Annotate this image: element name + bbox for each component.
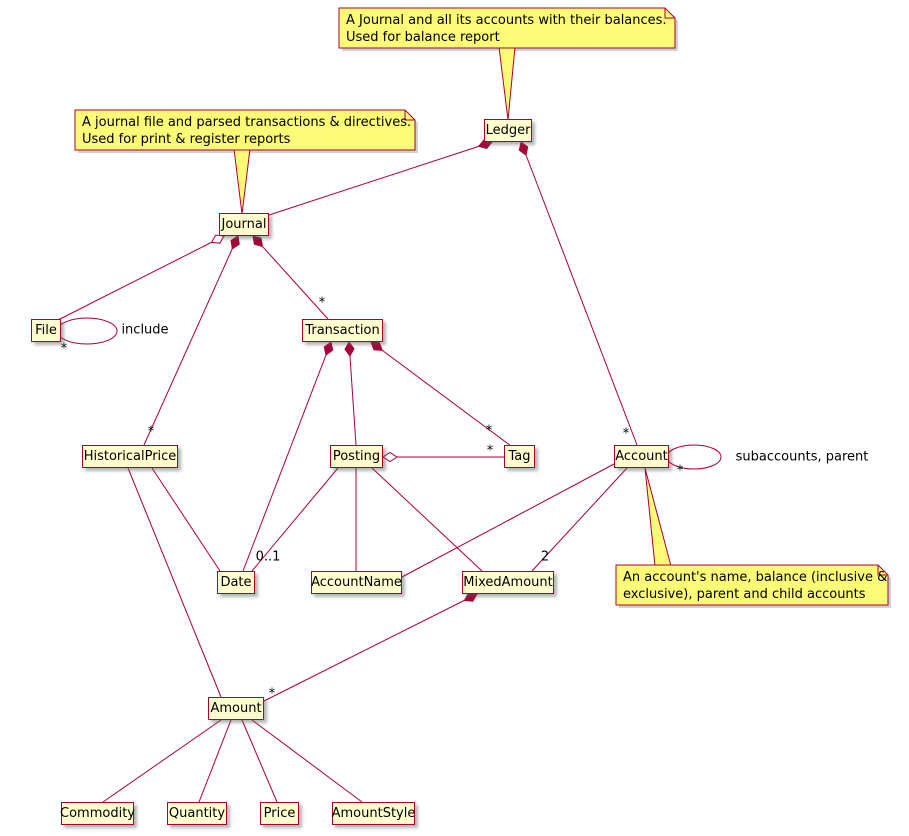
- composition-diamond-icon: [323, 341, 334, 356]
- edge-journal-file: [55, 235, 225, 322]
- composition-diamond-icon: [252, 235, 264, 248]
- class-date: Date: [217, 571, 255, 594]
- note-shape-ledger-note: [338, 7, 676, 49]
- note-text-ledger-note: A Journal and all its accounts with thei…: [346, 12, 667, 46]
- edge-amount-commodity: [102, 719, 222, 803]
- class-tag: Tag: [504, 445, 535, 468]
- multiplicity-label: *: [318, 295, 326, 311]
- note-shape-account-note: [615, 564, 889, 606]
- class-accountname: AccountName: [311, 571, 402, 594]
- note-fold-icon: [664, 8, 675, 19]
- edge-ledger-journal: [265, 141, 493, 217]
- note-line: An account's name, balance (inclusive &: [623, 570, 888, 585]
- composition-diamond-icon: [230, 235, 240, 250]
- note-line: A Journal and all its accounts with thei…: [346, 13, 667, 28]
- note-text-journal-note: A journal file and parsed transactions &…: [82, 114, 411, 148]
- note-line: Used for balance report: [346, 30, 500, 45]
- class-transaction: Transaction: [302, 319, 383, 342]
- class-ledger: Ledger: [484, 119, 532, 142]
- self-loop-account: [666, 444, 722, 470]
- class-file: File: [31, 319, 61, 342]
- multiplicity-label: *: [486, 443, 494, 459]
- edge-journal-transaction: [252, 235, 329, 320]
- edge-account-accountname: [401, 463, 615, 578]
- edge-posting-date: [251, 467, 339, 572]
- edge-transaction-tag: [370, 341, 512, 447]
- class-price: Price: [260, 802, 299, 825]
- edge-posting-mixedamount: [371, 467, 483, 572]
- edge-historicalprice-amount: [127, 467, 222, 698]
- note-pointer-account-note: [644, 467, 672, 567]
- edge-mixedamount-amount: [263, 593, 478, 702]
- class-posting: Posting: [330, 445, 383, 468]
- edge-transaction-posting: [348, 341, 357, 446]
- composition-diamond-icon: [370, 341, 383, 351]
- edge-journal-historicalprice: [143, 235, 239, 446]
- edge-ledger-account: [520, 141, 638, 446]
- multiplicity-label: *: [268, 686, 276, 702]
- edge-amount-price: [241, 719, 278, 803]
- note-fold-icon: [404, 110, 415, 121]
- note-pointer-ledger-note: [498, 46, 516, 121]
- note-text-account-note: An account's name, balance (inclusive & e…: [623, 569, 887, 603]
- note-line: Used for print & register reports: [82, 132, 291, 147]
- note-shape-journal-note: [74, 109, 416, 151]
- class-account: Account: [614, 445, 669, 468]
- self-loop-file: [56, 317, 118, 345]
- class-historicalprice: HistoricalPrice: [82, 445, 178, 468]
- class-amountstyle: AmountStyle: [332, 802, 415, 825]
- multiplicity-label: *: [147, 424, 155, 440]
- multiplicity-label: 2: [540, 549, 550, 565]
- aggregation-diamond-icon: [210, 234, 225, 244]
- note-pointer-journal-note: [233, 148, 251, 215]
- class-commodity: Commodity: [60, 802, 135, 825]
- edge-transaction-date: [242, 341, 332, 572]
- edge-amount-quantity: [198, 719, 232, 803]
- edge-historicalprice-date: [151, 467, 221, 572]
- edge-amount-amountstyle: [251, 719, 363, 803]
- class-quantity: Quantity: [167, 802, 227, 825]
- multiplicity-label: *: [676, 463, 684, 479]
- composition-diamond-icon: [463, 592, 478, 602]
- association-label-account: subaccounts, parent: [735, 449, 869, 465]
- multiplicity-label: *: [622, 426, 630, 442]
- edge-account-mixedamount: [531, 467, 628, 572]
- class-mixedamount: MixedAmount: [462, 571, 554, 594]
- aggregation-diamond-icon: [382, 451, 398, 463]
- multiplicity-label: 0..1: [255, 549, 281, 565]
- composition-diamond-icon: [344, 341, 355, 357]
- class-journal: Journal: [219, 213, 269, 236]
- composition-diamond-icon: [518, 141, 529, 156]
- note-fold-icon: [877, 565, 888, 576]
- association-label-file: include: [121, 322, 169, 338]
- note-line: exclusive), parent and child accounts: [623, 587, 866, 602]
- multiplicity-label: *: [485, 423, 493, 439]
- note-line: A journal file and parsed transactions &…: [82, 115, 412, 130]
- class-amount: Amount: [208, 697, 264, 720]
- multiplicity-label: *: [60, 341, 68, 357]
